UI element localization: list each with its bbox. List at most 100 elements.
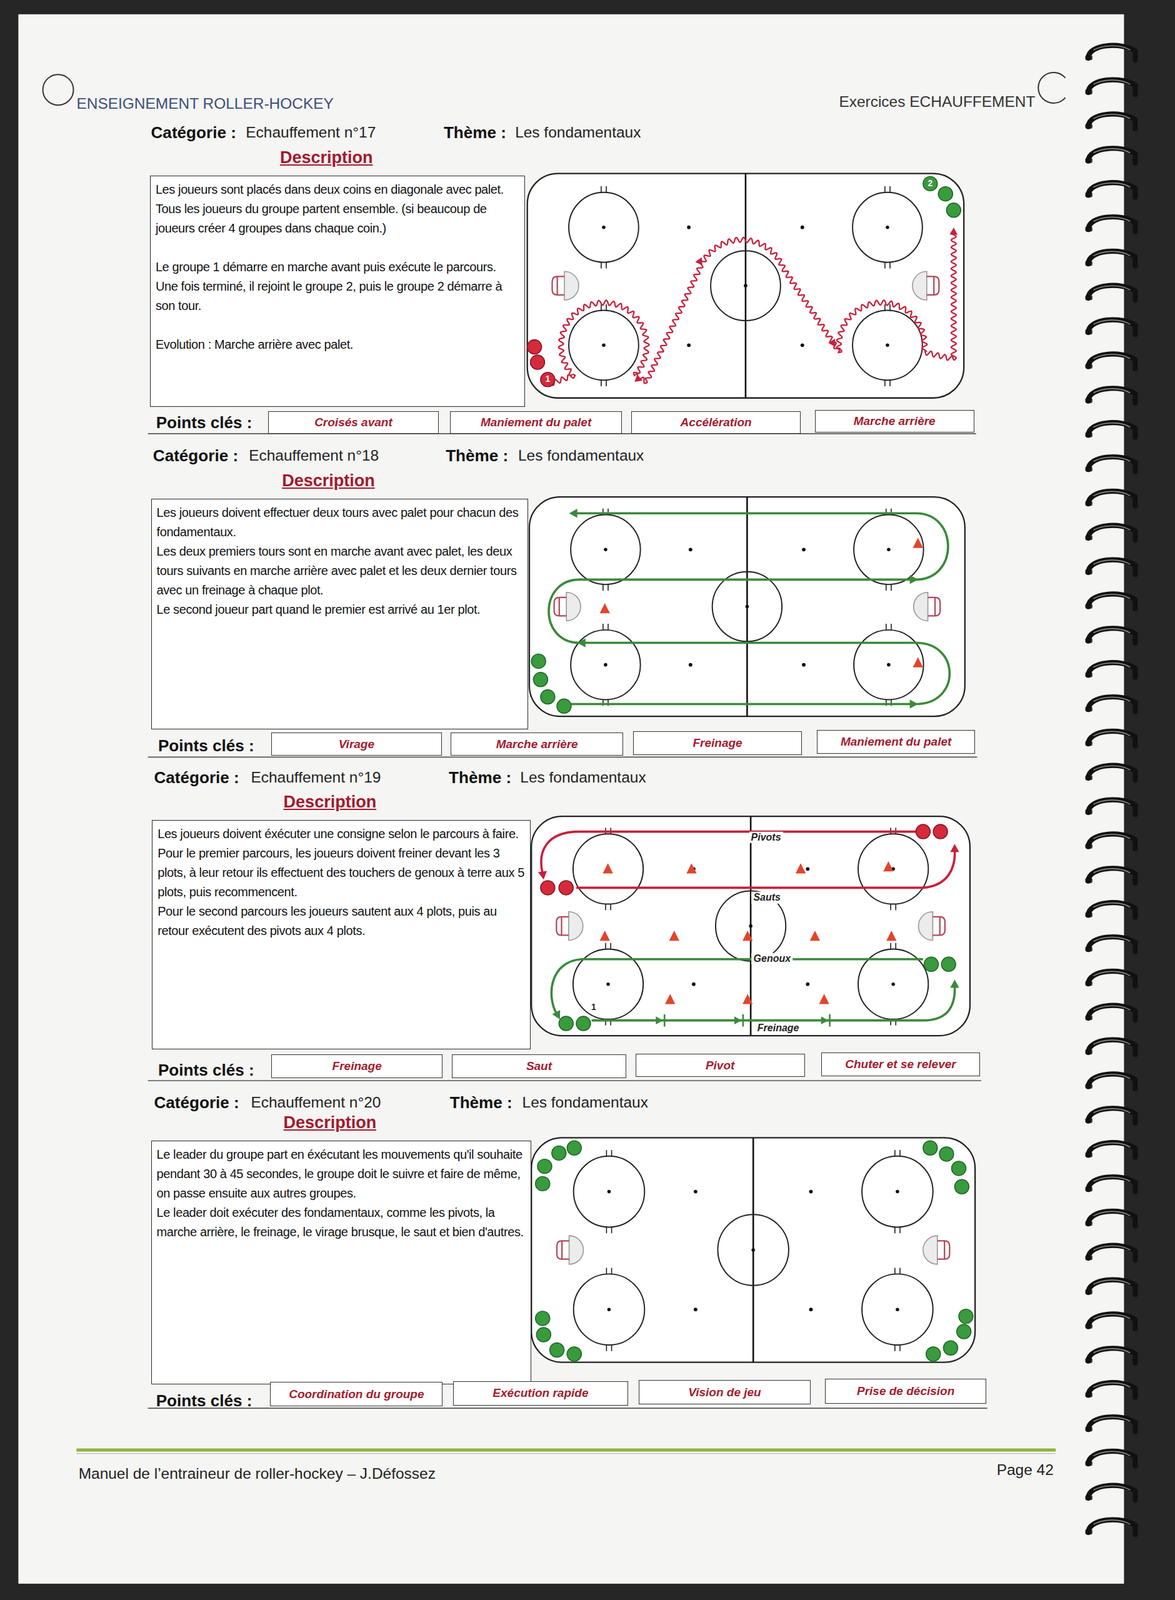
binding-highlight (1093, 388, 1130, 394)
binding-coil (1088, 353, 1135, 369)
header-title: ENSEIGNEMENT ROLLER-HOCKEY (76, 95, 334, 113)
hash-mark (605, 186, 607, 193)
player-dot (946, 203, 961, 218)
hash-mark (890, 943, 892, 950)
binding-highlight (1093, 1451, 1130, 1456)
neutral-dot (801, 663, 806, 667)
cone-marker (665, 993, 675, 1004)
skating-route (541, 831, 917, 874)
faceoff-circle (861, 1273, 934, 1345)
rink-diagram (529, 496, 965, 717)
center-circle (715, 890, 786, 961)
field-label: Points clés : (158, 736, 255, 755)
player-dot (933, 824, 948, 839)
faceoff-circle (853, 630, 924, 700)
key-point-box: Virage (271, 732, 442, 757)
binding-coil (1088, 936, 1135, 952)
hash-mark (606, 1345, 608, 1352)
player-dot (533, 672, 549, 687)
faceoff-dot (885, 343, 890, 348)
hash-mark (884, 186, 886, 193)
center-dot (748, 924, 753, 929)
page-sheet (18, 14, 1124, 1584)
binding-highlight (1093, 320, 1130, 325)
arrow-head (828, 338, 839, 349)
field-label: Catégorie : (153, 768, 239, 787)
binding-highlight (1093, 457, 1130, 462)
hash-mark (602, 584, 604, 591)
player-dot (958, 1309, 974, 1324)
key-point-text: Maniement du palet (480, 415, 592, 430)
faceoff-dot (601, 225, 606, 230)
binding-highlight (1093, 183, 1130, 188)
binding-highlight (1093, 868, 1130, 874)
neutral-dot (800, 225, 805, 230)
hash-mark (894, 1226, 896, 1234)
description-text: Le groupe 1 démarre en marche avant puis… (155, 257, 520, 316)
binding-highlight (1093, 1314, 1130, 1319)
player-dot (943, 1340, 959, 1355)
player-dot (530, 355, 545, 370)
player-dot (537, 1159, 552, 1174)
key-point-text: Exécution rapide (492, 1386, 589, 1400)
key-point-text: Freinage (332, 1059, 382, 1074)
cone-marker (883, 861, 894, 872)
faceoff-circle (568, 192, 639, 263)
faceoff-circle (852, 310, 923, 380)
binding-highlight (1093, 834, 1130, 839)
skating-route (551, 959, 924, 1015)
binding-coil (1088, 388, 1135, 404)
skating-route (576, 850, 955, 888)
header-section: Exercices ECHAUFFEMENT (838, 93, 1035, 111)
route-label: Genoux (751, 953, 794, 965)
binding-coil (1088, 80, 1135, 95)
player-dot (938, 186, 953, 202)
player-dot (531, 654, 546, 669)
binding-coil (1088, 422, 1135, 438)
hash-mark (606, 1226, 608, 1234)
field-value: Echauffement n°19 (250, 768, 381, 786)
binding-coil (1088, 662, 1135, 678)
rink-boards (527, 173, 964, 399)
faceoff-circle (568, 310, 639, 380)
key-point-text: Virage (338, 737, 375, 752)
hash-mark (894, 1268, 896, 1275)
hash-mark (894, 1150, 896, 1157)
rink-diagram (527, 173, 964, 399)
key-point-text: Vision de jeu (688, 1385, 762, 1400)
binding-highlight (1093, 114, 1130, 119)
hash-mark (899, 1150, 901, 1157)
binding-highlight (1093, 1074, 1130, 1079)
field-value: Les fondamentaux (515, 123, 641, 142)
player-dot (566, 1346, 582, 1362)
goal-crease (569, 1235, 584, 1265)
description-box: DescriptionLes joueurs doivent effectuer… (151, 498, 529, 730)
neutral-dot (809, 1307, 814, 1312)
stop-bar (828, 1014, 831, 1027)
binding-coil (1088, 525, 1135, 541)
binding-coil (1088, 45, 1135, 61)
cone-marker (886, 930, 897, 941)
binding-coil (1088, 1073, 1135, 1089)
binding-coil (1088, 971, 1135, 987)
player-dot (540, 880, 555, 895)
goal-net (556, 1240, 570, 1259)
hash-mark (607, 584, 609, 591)
cone-marker (913, 656, 924, 667)
binding-coil (1088, 1416, 1135, 1432)
hash-mark (600, 186, 602, 193)
binding-highlight (1093, 697, 1130, 702)
binding-highlight (1093, 663, 1130, 668)
faceoff-dot (607, 1307, 612, 1312)
player-dot (551, 1145, 567, 1160)
goal-net (928, 597, 941, 616)
hash-mark (884, 262, 886, 269)
faceoff-circle (573, 1273, 645, 1345)
hash-mark (611, 1268, 613, 1275)
goal-crease (913, 592, 929, 622)
binding-coil (1088, 1382, 1135, 1398)
binding-coil (1088, 800, 1135, 815)
field-value: Echauffement n°17 (245, 123, 376, 142)
key-point-text: Pivot (705, 1058, 735, 1073)
section-heading: Description (141, 791, 519, 813)
